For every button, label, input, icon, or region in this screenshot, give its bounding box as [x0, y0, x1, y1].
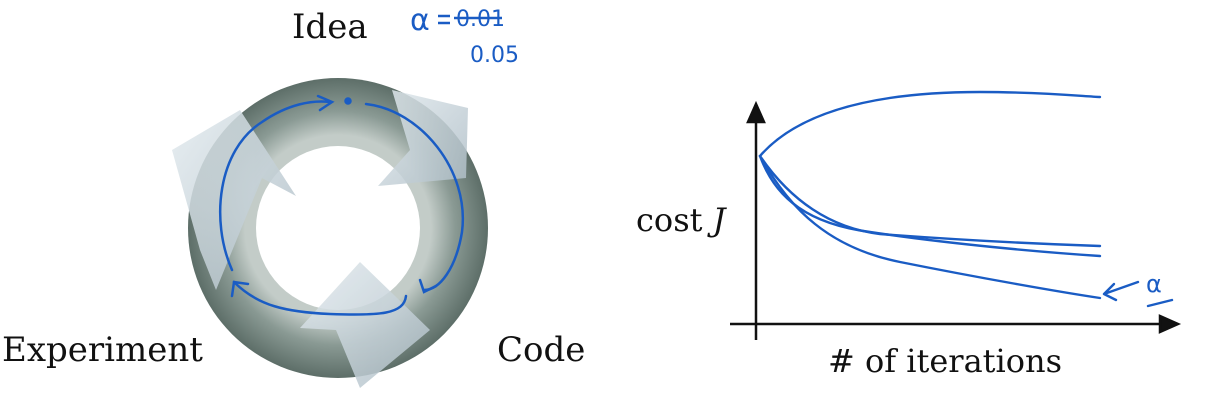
ink-path-code-to-experiment: [232, 280, 408, 316]
ink-arrowhead-idea: [316, 94, 335, 112]
curve-diverging: [758, 90, 1102, 158]
alpha-new-value: 0.05: [470, 43, 519, 68]
alpha-pointer-underline: [1146, 298, 1174, 308]
y-axis-label: cost J: [636, 204, 725, 236]
y-axis-label-text: cost: [636, 201, 713, 239]
curve-middle: [758, 154, 1102, 258]
x-axis-label: # of iterations: [828, 342, 1063, 380]
y-axis-label-var: J: [712, 201, 726, 239]
ink-arrowhead-experiment: [230, 280, 250, 298]
alpha-symbol: α: [410, 3, 430, 38]
alpha-old-value: 0.01: [456, 7, 505, 32]
cycle-arrow-code-to-experiment: [300, 262, 430, 388]
ink-arrowhead-code: [418, 278, 438, 294]
x-axis-arrowhead: [1158, 314, 1182, 334]
ink-path-idea-to-code: [364, 102, 465, 292]
ink-dot: [344, 97, 352, 105]
cycle-arrow-experiment-to-idea: [172, 110, 296, 290]
y-axis-arrowhead: [746, 100, 766, 124]
alpha-pointer-arrow: [1102, 280, 1140, 302]
idea-label: Idea: [292, 7, 368, 47]
alpha-pointer: α: [1102, 270, 1174, 308]
alpha-note: α 0.01 0.05: [410, 3, 519, 68]
alpha-equals: [438, 14, 450, 25]
plot-axes: [730, 100, 1182, 340]
ink-path-experiment-to-idea: [218, 100, 332, 272]
code-label: Code: [497, 330, 586, 370]
experiment-label: Experiment: [2, 330, 203, 370]
curve-upper-plateau: [758, 154, 1102, 248]
curve-lowest: [758, 154, 1102, 300]
cycle-ink: [218, 94, 465, 316]
alpha-pointer-symbol: α: [1146, 270, 1162, 298]
cost-curves: [758, 90, 1102, 300]
